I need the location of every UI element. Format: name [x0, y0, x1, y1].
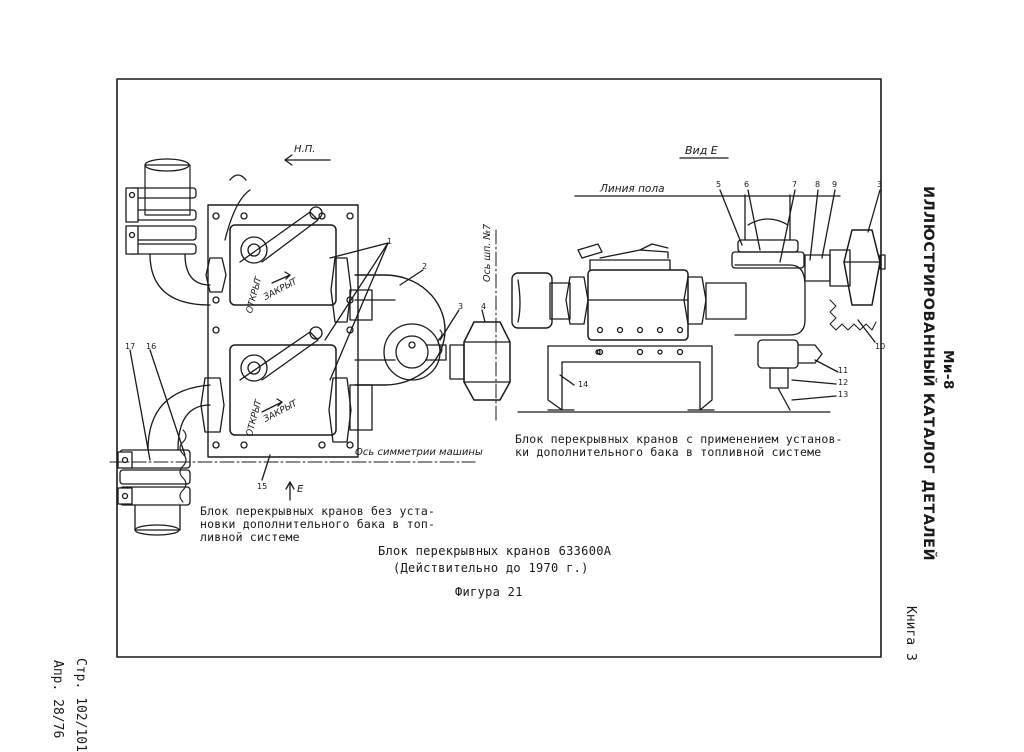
callout-3-left: 3	[458, 302, 464, 311]
callout-16: 16	[146, 342, 157, 351]
left-caption-line-2: новки дополнительного бака в топ-	[200, 517, 436, 531]
page-number: Стр. 102/101	[73, 658, 88, 752]
callout-8: 8	[815, 180, 821, 189]
figure-title: Блок перекрывных кранов 633600А	[378, 544, 612, 558]
direction-label: Н.П.	[294, 144, 316, 155]
callout-2: 2	[422, 262, 428, 271]
revision-date: Апр. 28/76	[50, 660, 65, 739]
right-view-drawing	[495, 157, 886, 421]
figure-validity: (Действительно до 1970 г.)	[393, 561, 589, 575]
callout-4: 4	[481, 302, 487, 311]
callout-6: 6	[744, 180, 750, 189]
callout-13: 13	[838, 390, 849, 399]
view-e-label: Вид Е	[685, 144, 718, 157]
right-caption-line-2: ки дополнительного бака в топливной сист…	[515, 445, 822, 459]
drawing-sheet: Ми-8 ИЛЛЮСТРИРОВАННЫЙ КАТАЛОГ ДЕТАЛЕЙ Кн…	[50, 78, 956, 752]
callout-12: 12	[838, 378, 849, 387]
axis-label: Ось симметрии машины	[355, 447, 483, 458]
book-label: Книга 3	[903, 606, 918, 661]
callout-11: 11	[838, 366, 849, 375]
callout-3-right: 3	[877, 180, 883, 189]
callout-10: 10	[875, 342, 886, 351]
floor-line-label: Линия пола	[600, 183, 665, 195]
left-caption-line-3: ливной системе	[200, 530, 300, 544]
callout-5: 5	[716, 180, 722, 189]
sheet-frame	[116, 78, 882, 658]
catalog-title: ИЛЛЮСТРИРОВАННЫЙ КАТАЛОГ ДЕТАЛЕЙ	[920, 186, 936, 562]
callout-15: 15	[257, 482, 268, 491]
right-caption-line-1: Блок перекрывных кранов с применением ус…	[515, 432, 843, 446]
callout-1: 1	[387, 237, 393, 246]
callout-17: 17	[125, 342, 136, 351]
left-caption-line-1: Блок перекрывных кранов без уста-	[200, 504, 436, 518]
callout-9: 9	[832, 180, 838, 189]
model-label: Ми-8	[940, 350, 956, 390]
callout-7: 7	[792, 180, 798, 189]
callout-14: 14	[578, 380, 589, 389]
arrow-e-label: Е	[297, 484, 304, 495]
left-view-drawing	[109, 154, 511, 536]
frame-axis-label: Ось шп. №7	[482, 223, 493, 282]
technical-drawing	[109, 78, 886, 658]
figure-number: Фигура 21	[455, 585, 523, 599]
